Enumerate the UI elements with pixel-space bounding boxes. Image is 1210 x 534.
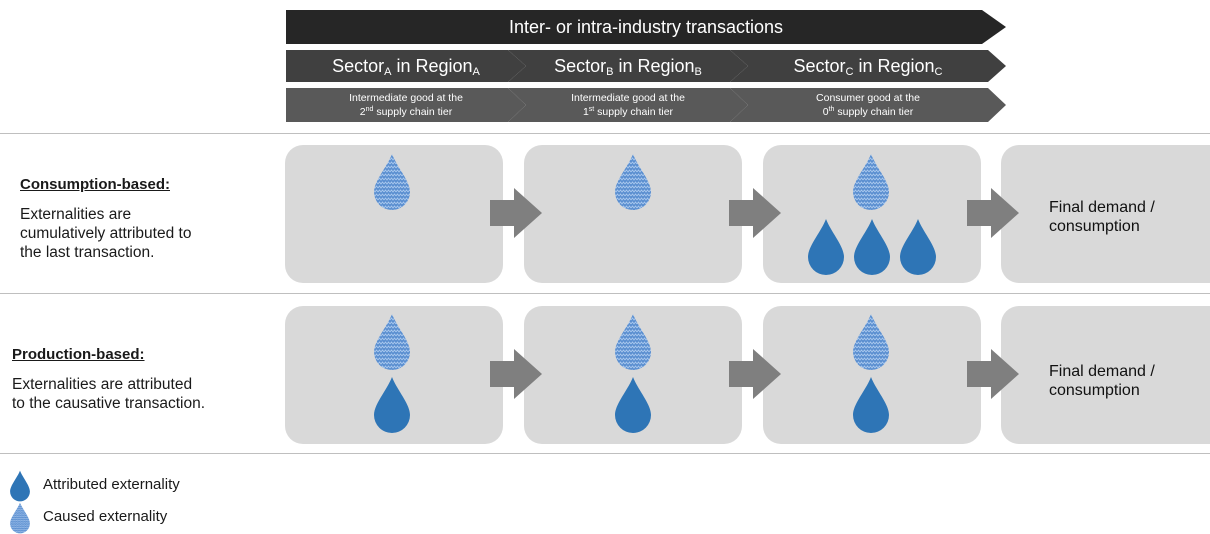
sector-c-band: SectorC in RegionC xyxy=(730,50,1006,82)
production-final-label: Final demand / consumption xyxy=(1049,362,1155,400)
sector-b-name: Sector xyxy=(554,56,607,76)
good-tier-1-line1: Intermediate good at the xyxy=(571,92,685,104)
good-tier-1-num: 1 xyxy=(582,106,589,118)
good-tier-1-sup: st xyxy=(588,106,595,113)
good-tier-2-num: 2 xyxy=(359,106,366,118)
good-tier-0-line1: Consumer good at the xyxy=(816,92,920,104)
good-tier-0: Consumer good at the 0th supply chain tie… xyxy=(730,88,1006,122)
caused-externality-drop-icon xyxy=(613,153,653,211)
sector-a-name: Sector xyxy=(332,56,385,76)
good-tier-2-line1: Intermediate good at the xyxy=(349,92,463,104)
attributed-externality-drop-icon xyxy=(851,376,891,434)
divider-bottom xyxy=(0,453,1210,454)
sector-b-band: SectorB in RegionB xyxy=(508,50,748,82)
consumption-final-line2: consumption xyxy=(1049,218,1140,235)
sector-c-region-sub: C xyxy=(934,66,943,78)
good-tier-0-num: 0 xyxy=(822,106,829,118)
legend-caused-drop-icon xyxy=(9,502,31,534)
good-tier-0-sup: th xyxy=(828,106,835,113)
sector-b-region-sub: B xyxy=(694,66,702,78)
transactions-label: Inter- or intra-industry transactions xyxy=(508,17,784,37)
good-tier-2-sup: nd xyxy=(365,106,374,113)
flow-arrow-icon xyxy=(729,349,781,399)
production-final-line2: consumption xyxy=(1049,382,1140,399)
consumption-heading: Consumption-based: xyxy=(20,176,170,193)
consumption-desc-line2: cumulatively attributed to xyxy=(20,225,192,242)
sector-a-band: SectorA in RegionA xyxy=(286,50,526,82)
good-tier-2-line2: supply chain tier xyxy=(373,106,453,118)
sector-c-region: in Region xyxy=(853,56,935,76)
good-tier-2: Intermediate good at the 2nd supply chain… xyxy=(286,88,526,122)
consumption-desc-line3: the last transaction. xyxy=(20,244,155,261)
production-description: Externalities are attributed to the caus… xyxy=(12,375,205,413)
caused-externality-drop-icon xyxy=(851,313,891,371)
caused-externality-drop-icon xyxy=(372,153,412,211)
consumption-final-label: Final demand / consumption xyxy=(1049,198,1155,236)
divider-top xyxy=(0,133,1210,134)
sector-c-sub: C xyxy=(845,66,854,78)
transactions-banner: Inter- or intra-industry transactions xyxy=(286,10,1006,44)
caused-externality-drop-icon xyxy=(613,313,653,371)
attributed-externality-drop-icon xyxy=(806,218,846,276)
attributed-externality-drop-icon xyxy=(372,376,412,434)
caused-externality-drop-icon xyxy=(851,153,891,211)
good-tier-1-line2: supply chain tier xyxy=(594,106,674,118)
consumption-final-line1: Final demand / xyxy=(1049,199,1155,216)
flow-arrow-icon xyxy=(967,188,1019,238)
attributed-externality-drop-icon xyxy=(898,218,938,276)
legend-caused-label: Caused externality xyxy=(43,508,168,525)
flow-arrow-icon xyxy=(490,188,542,238)
sector-c-name: Sector xyxy=(793,56,846,76)
sector-b-sub: B xyxy=(606,66,614,78)
divider-middle xyxy=(0,293,1210,294)
production-box-final-demand xyxy=(1001,306,1210,444)
flow-arrow-icon xyxy=(490,349,542,399)
flow-arrow-icon xyxy=(967,349,1019,399)
legend-attributed-drop-icon xyxy=(9,470,31,502)
sector-a-region-sub: A xyxy=(472,66,480,78)
production-heading: Production-based: xyxy=(12,346,145,363)
attributed-externality-drop-icon xyxy=(852,218,892,276)
good-tier-0-line2: supply chain tier xyxy=(834,106,914,118)
caused-externality-drop-icon xyxy=(372,313,412,371)
production-desc-line2: to the causative transaction. xyxy=(12,395,206,412)
legend-attributed-label: Attributed externality xyxy=(43,476,180,493)
good-tier-1: Intermediate good at the 1st supply chain… xyxy=(508,88,748,122)
flow-arrow-icon xyxy=(729,188,781,238)
production-final-line1: Final demand / xyxy=(1049,363,1155,380)
sector-a-sub: A xyxy=(384,66,392,78)
consumption-description: Externalities are cumulatively attribute… xyxy=(20,205,191,262)
attributed-externality-drop-icon xyxy=(613,376,653,434)
production-desc-line1: Externalities are attributed xyxy=(12,376,193,393)
sector-b-region: in Region xyxy=(613,56,695,76)
sector-a-region: in Region xyxy=(391,56,473,76)
consumption-desc-line1: Externalities are xyxy=(20,206,132,223)
consumption-box-final-demand xyxy=(1001,145,1210,283)
